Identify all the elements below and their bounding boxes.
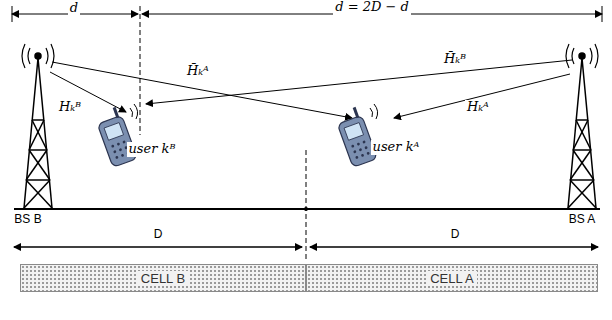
channel-label: H̄ₖᴬ bbox=[185, 64, 211, 79]
cell-band: CELL A bbox=[306, 264, 598, 292]
station-label: BS A bbox=[567, 213, 598, 227]
channel-label: Hₖᴬ bbox=[465, 100, 491, 115]
signal-waves bbox=[130, 104, 138, 119]
station-label: BS B bbox=[12, 213, 43, 227]
channel-label: H̄ₖᴮ bbox=[442, 52, 468, 67]
base-station-tower bbox=[566, 44, 598, 208]
dimension-label: D bbox=[449, 228, 462, 242]
ground-line bbox=[14, 208, 600, 210]
channel-arrow bbox=[146, 60, 572, 104]
tick bbox=[12, 6, 13, 22]
mobile-phone bbox=[94, 106, 138, 168]
cell-name: CELL A bbox=[427, 271, 477, 286]
cell-name: CELL B bbox=[138, 271, 188, 286]
dimension-label: d bbox=[68, 1, 80, 16]
mobile-phone bbox=[334, 106, 378, 168]
channel-arrow bbox=[394, 74, 570, 118]
channel-arrow bbox=[52, 62, 352, 118]
user-position-line bbox=[140, 6, 141, 135]
channel-label: Hₖᴮ bbox=[57, 100, 83, 115]
dimension-D bbox=[310, 246, 598, 248]
user-label: user kᴬ bbox=[371, 140, 422, 155]
base-station-tower bbox=[22, 44, 54, 208]
tick bbox=[602, 6, 603, 22]
dimension-D bbox=[14, 246, 302, 248]
cell-boundary-line bbox=[306, 150, 307, 262]
cell-band: CELL B bbox=[20, 264, 306, 292]
signal-waves bbox=[370, 104, 378, 119]
dimension-label: D bbox=[152, 228, 165, 242]
dimension-label: d̄ = 2D − d bbox=[333, 0, 411, 15]
user-label: user kᴮ bbox=[127, 142, 178, 157]
